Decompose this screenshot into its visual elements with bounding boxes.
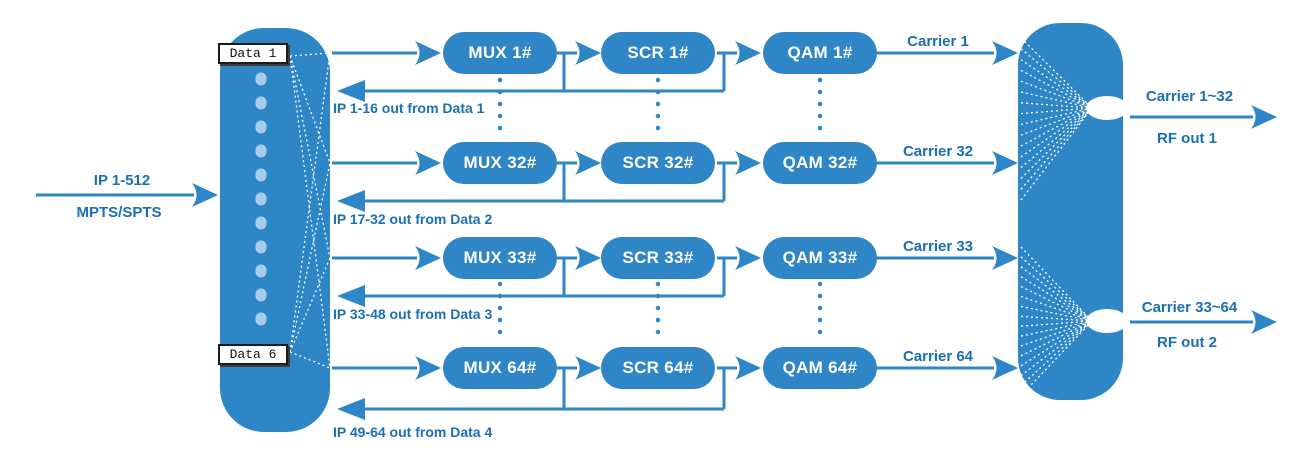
qam-1-node: QAM 1# — [763, 32, 877, 74]
switch-crossconnect-mesh — [289, 52, 331, 369]
mux-64-node: MUX 64# — [443, 347, 557, 389]
qam-32-node: QAM 32# — [763, 142, 877, 184]
rf-out-arrows — [1130, 105, 1277, 334]
rf-out-2-carrier-range-label: Carrier 33~64 — [1141, 299, 1238, 316]
return-label-2: IP 17-32 out from Data 2 — [333, 211, 493, 227]
rf-out-1-label: RF out 1 — [1157, 130, 1217, 147]
scr-1-node: SCR 1# — [601, 32, 715, 74]
qam-33-node: QAM 33# — [763, 237, 877, 279]
rf-out-2-label: RF out 2 — [1157, 334, 1217, 351]
row-3-lines — [332, 246, 1018, 307]
carrier-33-label: Carrier 33 — [902, 238, 974, 255]
combiner-fan-top — [1020, 37, 1093, 201]
scr-64-node: SCR 64# — [601, 347, 715, 389]
row-4-lines — [332, 356, 1018, 420]
row-2-lines — [332, 151, 1018, 212]
input-ip-range-label: IP 1-512 — [93, 172, 151, 189]
return-label-1: IP 1-16 out from Data 1 — [333, 100, 485, 116]
switch-panel — [220, 28, 331, 432]
input-format-label: MPTS/SPTS — [76, 204, 162, 221]
combine-point-1 — [1086, 96, 1128, 120]
port-data-1: Data 1 — [218, 43, 288, 64]
combine-point-2 — [1086, 309, 1128, 333]
carrier-32-label: Carrier 32 — [902, 143, 974, 160]
rf-out-1-carrier-range-label: Carrier 1~32 — [1145, 88, 1234, 105]
mux-32-node: MUX 32# — [443, 142, 557, 184]
return-label-4: IP 49-64 out from Data 4 — [333, 424, 493, 440]
return-label-3: IP 33-48 out from Data 3 — [333, 306, 493, 322]
row-1-lines — [332, 41, 1018, 102]
row-ellipsis-dots — [497, 77, 823, 345]
scr-33-node: SCR 33# — [601, 237, 715, 279]
qam-64-node: QAM 64# — [763, 347, 877, 389]
mux-1-node: MUX 1# — [443, 32, 557, 74]
carrier-64-label: Carrier 64 — [902, 348, 974, 365]
mux-33-node: MUX 33# — [443, 237, 557, 279]
combiner-fan-bottom — [1020, 246, 1093, 396]
rf-combiner — [1018, 23, 1128, 400]
port-data-6: Data 6 — [218, 344, 288, 365]
carrier-1-label: Carrier 1 — [907, 33, 969, 50]
scr-32-node: SCR 32# — [601, 142, 715, 184]
